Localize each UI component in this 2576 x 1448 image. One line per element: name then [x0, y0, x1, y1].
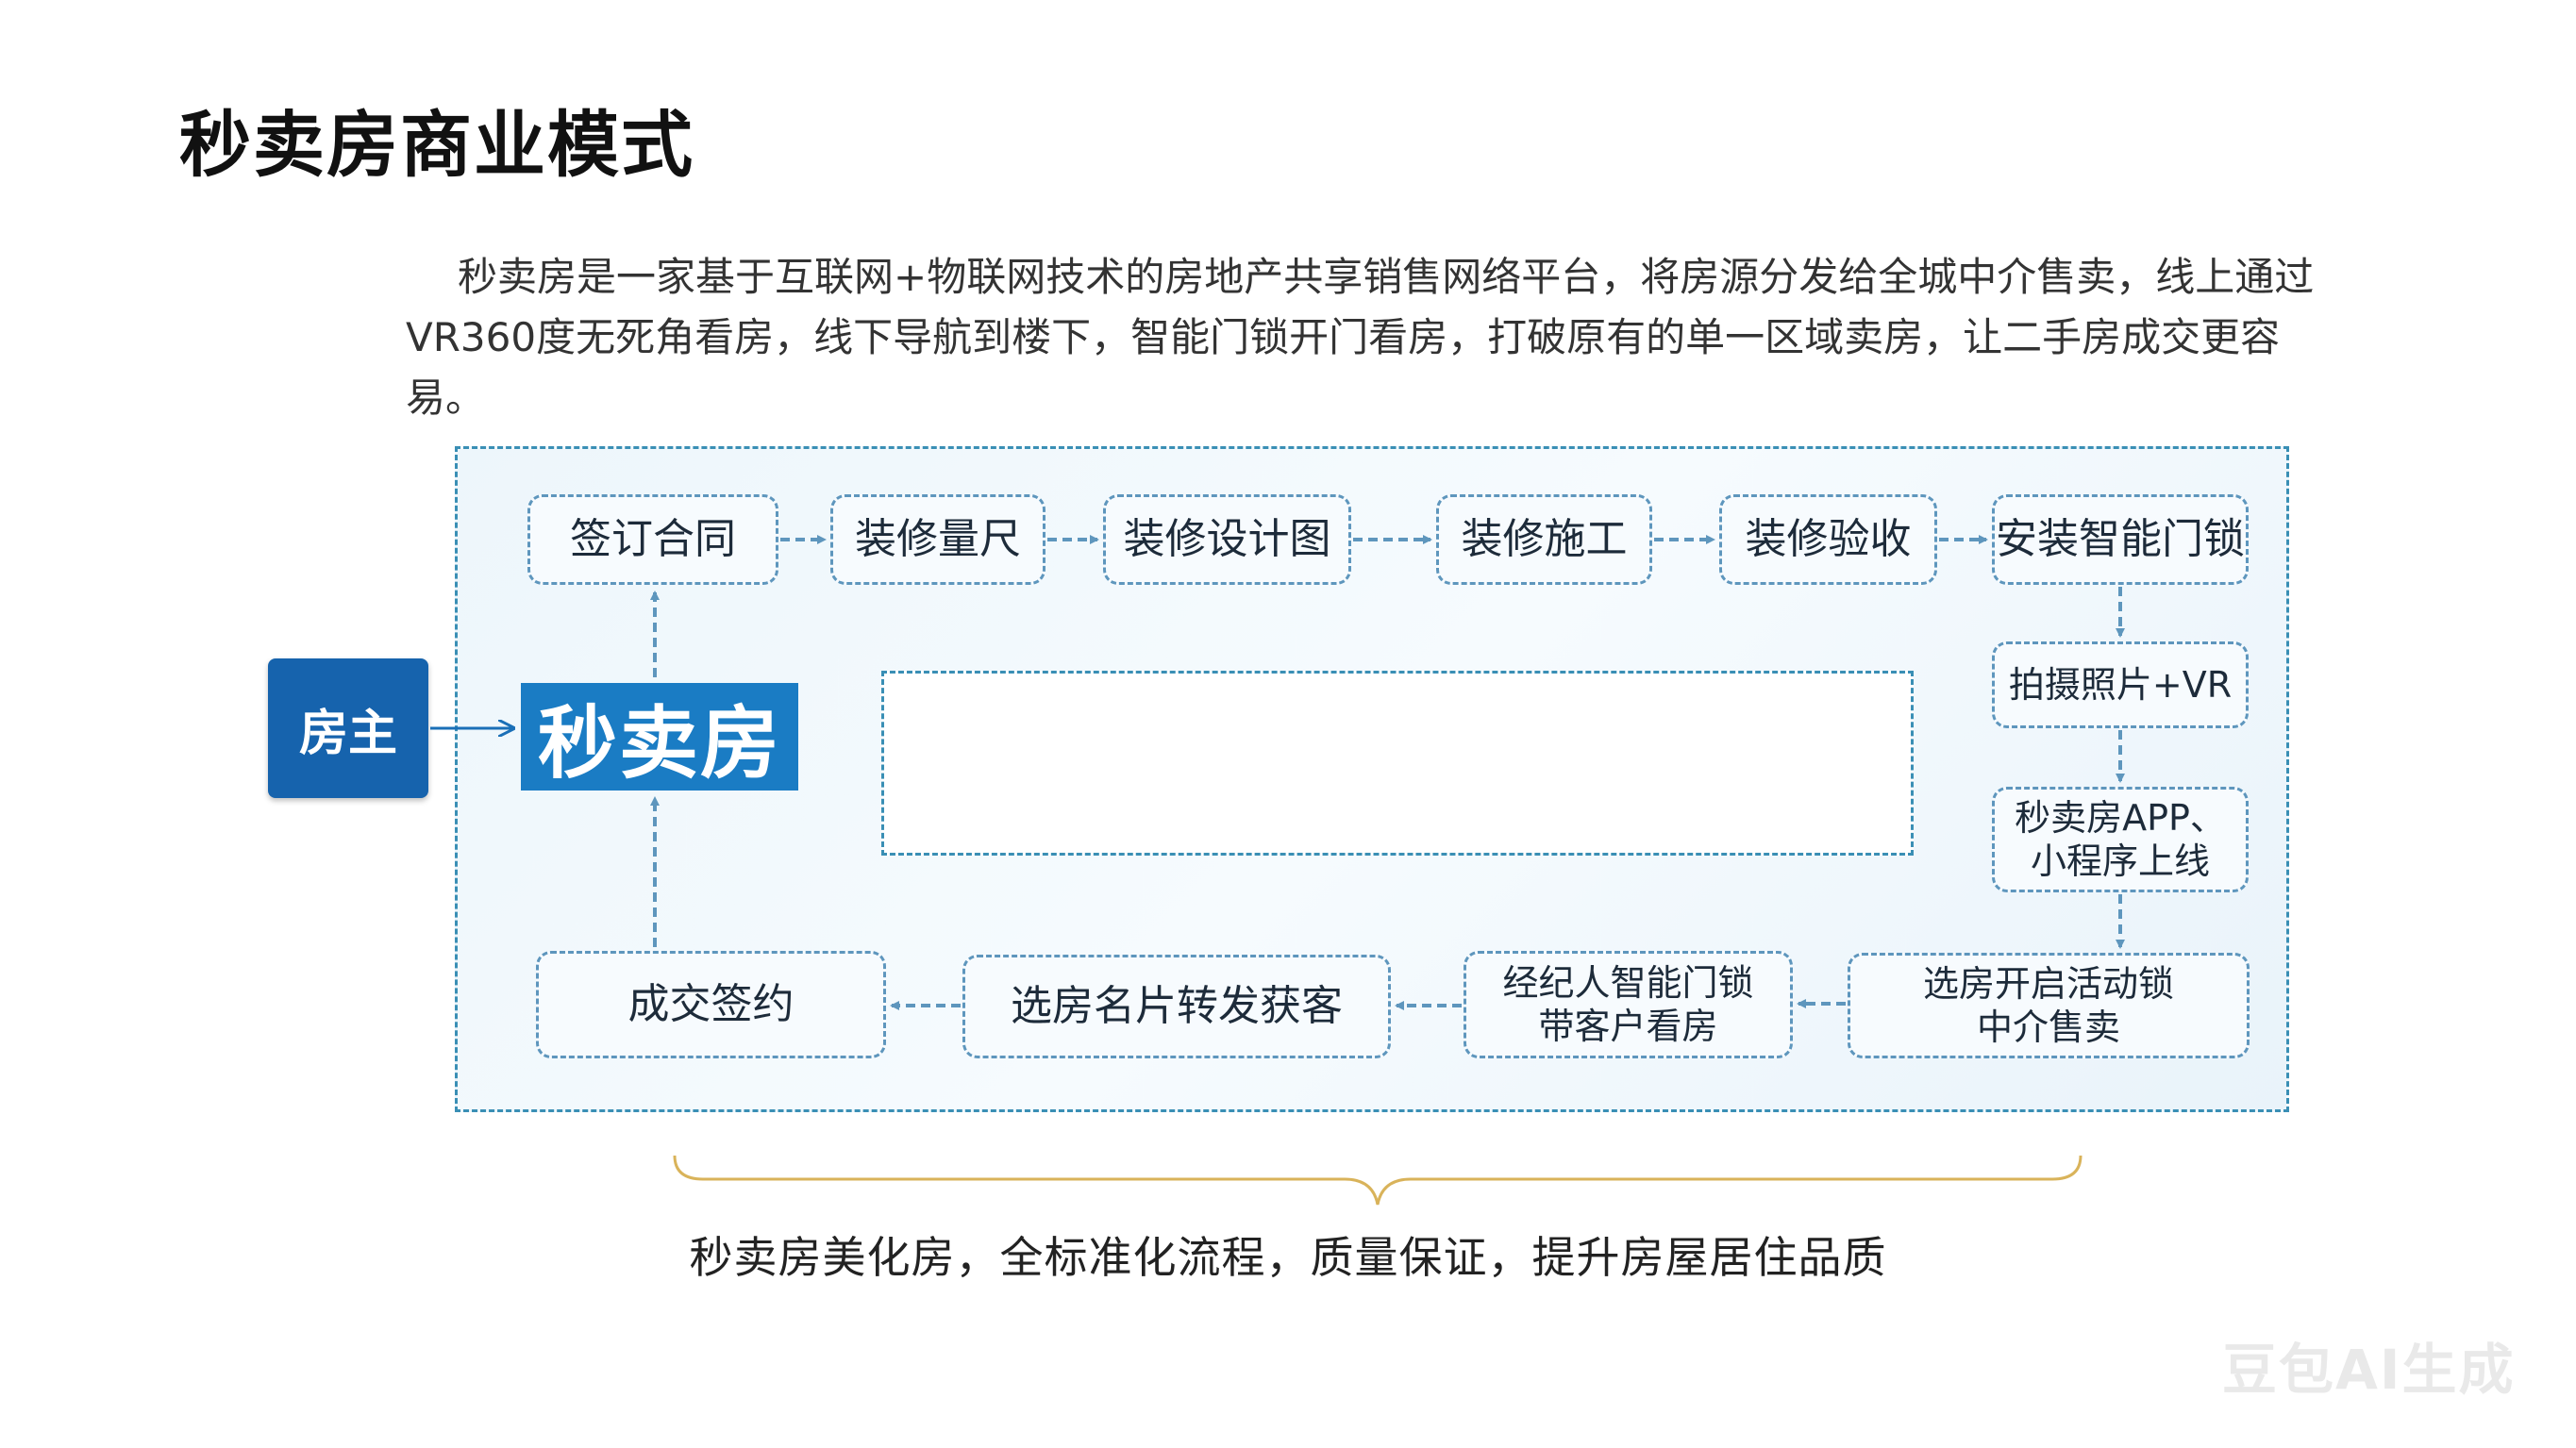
step-online-line-2: 小程序上线 [2030, 841, 2210, 882]
summary-text: 秒卖房美化房，全标准化流程，质量保证，提升房屋居住品质 [689, 1232, 1887, 1283]
page-title: 秒卖房商业模式 [179, 103, 694, 187]
step-install-lock: 安装智能门锁 [1992, 494, 2249, 585]
intro-paragraph: 秒卖房是一家基于互联网+物联网技术的房地产共享销售网络平台，将房源分发给全城中介… [406, 247, 2340, 428]
step-agency-sale: 选房开启活动锁 中介售卖 [1848, 953, 2250, 1058]
step-agent-showing-line-2: 带客户看房 [1538, 1006, 1718, 1047]
step-online-line-1: 秒卖房APP、 [2015, 797, 2226, 839]
step-online: 秒卖房APP、 小程序上线 [1992, 787, 2249, 892]
step-agency-sale-line-1: 选房开启活动锁 [1922, 963, 2174, 1005]
step-agency-sale-line-2: 中介售卖 [1976, 1007, 2120, 1048]
watermark: 豆包AI生成 [2222, 1338, 2516, 1402]
summary-brace [673, 1155, 2083, 1206]
step-agent-showing-line-1: 经纪人智能门锁 [1502, 962, 1754, 1004]
empty-content-box [881, 671, 1914, 856]
step-inspection: 装修验收 [1719, 494, 1937, 585]
step-share-card: 选房名片转发获客 [962, 955, 1391, 1058]
step-design: 装修设计图 [1103, 494, 1351, 585]
brand-box: 秒卖房 [521, 683, 798, 791]
step-deal: 成交签约 [536, 951, 886, 1058]
step-sign-contract: 签订合同 [527, 494, 778, 585]
step-agent-showing: 经纪人智能门锁 带客户看房 [1464, 951, 1793, 1058]
step-construction: 装修施工 [1436, 494, 1652, 585]
owner-box: 房主 [268, 658, 428, 798]
step-measure: 装修量尺 [830, 494, 1045, 585]
intro-line-1: 秒卖房是一家基于互联网+物联网技术的房地产共享销售网络平台，将房源分发给全城中介… [458, 254, 2315, 300]
step-photo-vr: 拍摄照片+VR [1992, 641, 2249, 728]
intro-line-2: VR360度无死角看房，线下导航到楼下，智能门锁开门看房，打破原有的单一区域卖房… [406, 314, 2281, 421]
